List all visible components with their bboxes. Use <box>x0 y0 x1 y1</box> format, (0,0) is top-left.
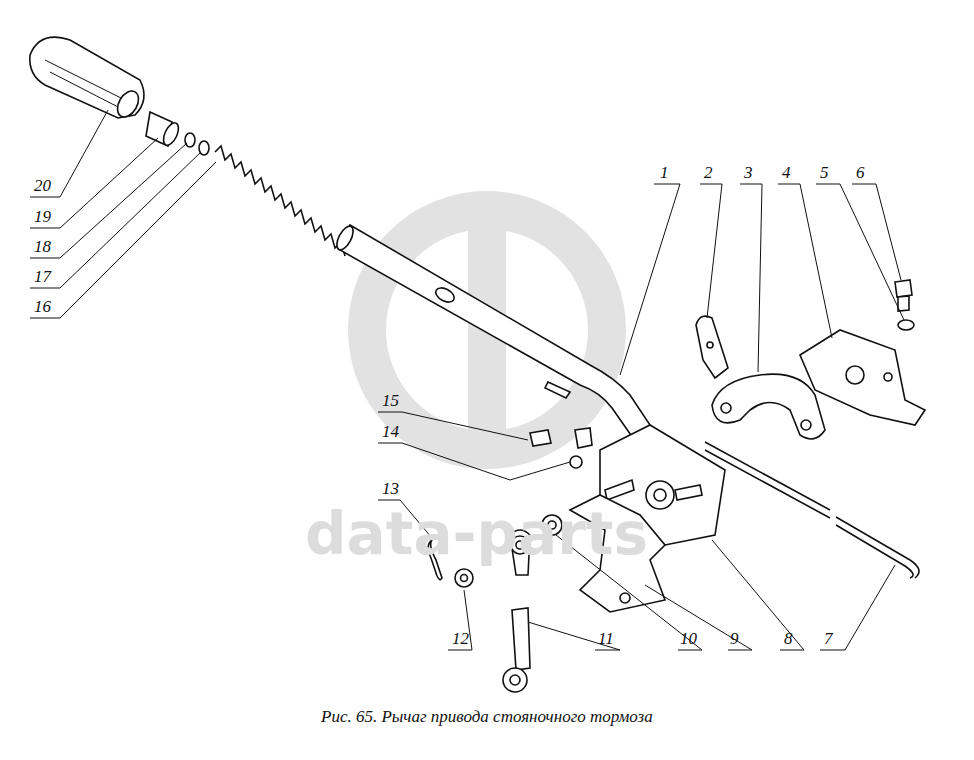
callout-number: 6 <box>856 164 865 181</box>
callout-number: 20 <box>34 177 51 194</box>
callout-number: 15 <box>382 392 399 409</box>
watermark: data-parts <box>305 505 648 563</box>
callout-number: 19 <box>34 208 51 225</box>
callout-number: 5 <box>820 164 829 181</box>
callout-number: 3 <box>744 164 753 181</box>
figure-caption: Рис. 65. Рычаг привода стояночного тормо… <box>321 708 653 725</box>
callout-number: 12 <box>452 630 469 647</box>
callout-number: 13 <box>382 480 399 497</box>
callout-number: 2 <box>704 164 713 181</box>
callout-number: 7 <box>824 630 833 647</box>
parts <box>30 37 925 692</box>
callout-number: 9 <box>730 630 739 647</box>
leader-lines <box>30 110 904 650</box>
callout-number: 18 <box>34 238 51 255</box>
callout-number: 1 <box>660 164 669 181</box>
callout-number: 10 <box>680 630 697 647</box>
callout-number: 4 <box>782 164 791 181</box>
callout-number: 8 <box>784 630 793 647</box>
callout-number: 11 <box>598 630 614 647</box>
callout-number: 16 <box>34 298 51 315</box>
callout-number: 17 <box>34 268 51 285</box>
callout-number: 14 <box>382 423 399 440</box>
